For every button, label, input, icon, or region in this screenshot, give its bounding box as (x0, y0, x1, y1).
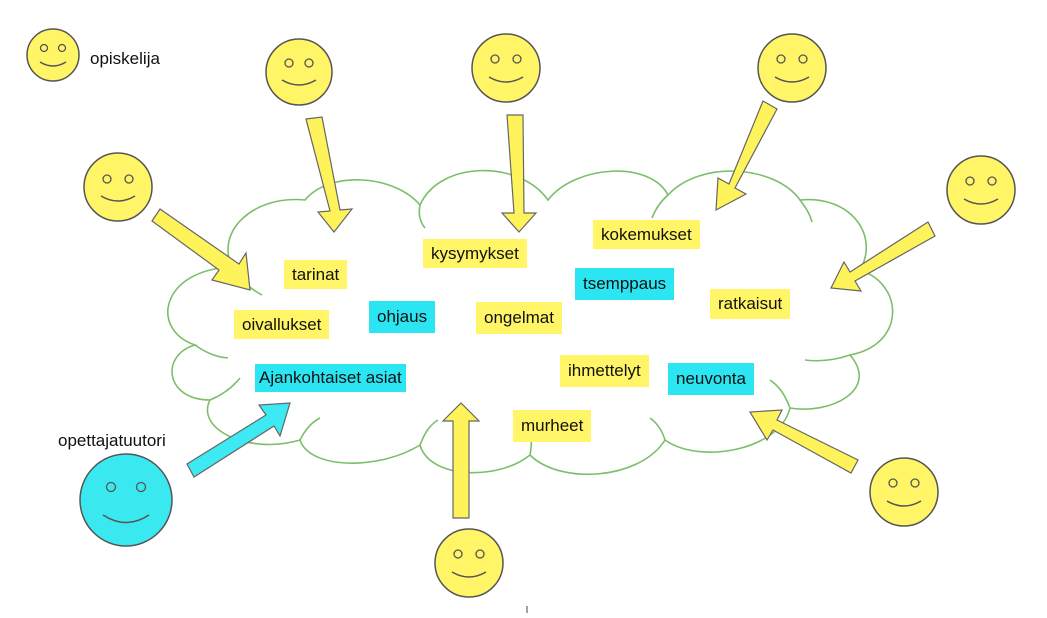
topic-murheet: murheet (513, 410, 592, 442)
arrow-student-7 (441, 402, 481, 519)
legend-label: opiskelija (90, 49, 160, 68)
arrow-teacher (186, 402, 291, 478)
student-face-1 (83, 152, 153, 222)
student-face-2 (265, 38, 333, 106)
arrow-student-3 (500, 114, 538, 233)
topic-ohjaus: ohjaus (369, 301, 436, 333)
arrow-student-5 (830, 221, 936, 292)
student-face-6 (869, 457, 939, 527)
arrow-student-1 (151, 208, 251, 291)
topic-tsemppaus: tsemppaus (575, 268, 675, 300)
topic-tarinat: tarinat (284, 260, 348, 289)
student-face-legend (26, 28, 80, 82)
student-face-3 (471, 33, 541, 103)
topic-oivallukset: oivallukset (234, 310, 330, 339)
student-face-4 (757, 33, 827, 103)
teacher-face (79, 453, 173, 547)
topic-neuvonta: neuvonta (668, 363, 754, 395)
student-face-7 (434, 528, 504, 598)
topic-ongelmat: ongelmat (476, 302, 562, 334)
topic-kysymykset: kysymykset (423, 239, 527, 268)
topic-ajankohtaiset: Ajankohtaiset asiat (255, 364, 406, 392)
topic-ihmettelyt: ihmettelyt (560, 355, 649, 387)
student-face-5 (946, 155, 1016, 225)
arrow-student-4 (715, 100, 778, 212)
topic-kokemukset: kokemukset (593, 220, 700, 249)
teacher-label: opettajatuutori (58, 431, 166, 450)
arrow-student-2 (305, 116, 354, 233)
arrow-student-6 (748, 409, 859, 474)
topic-ratkaisut: ratkaisut (710, 289, 791, 319)
